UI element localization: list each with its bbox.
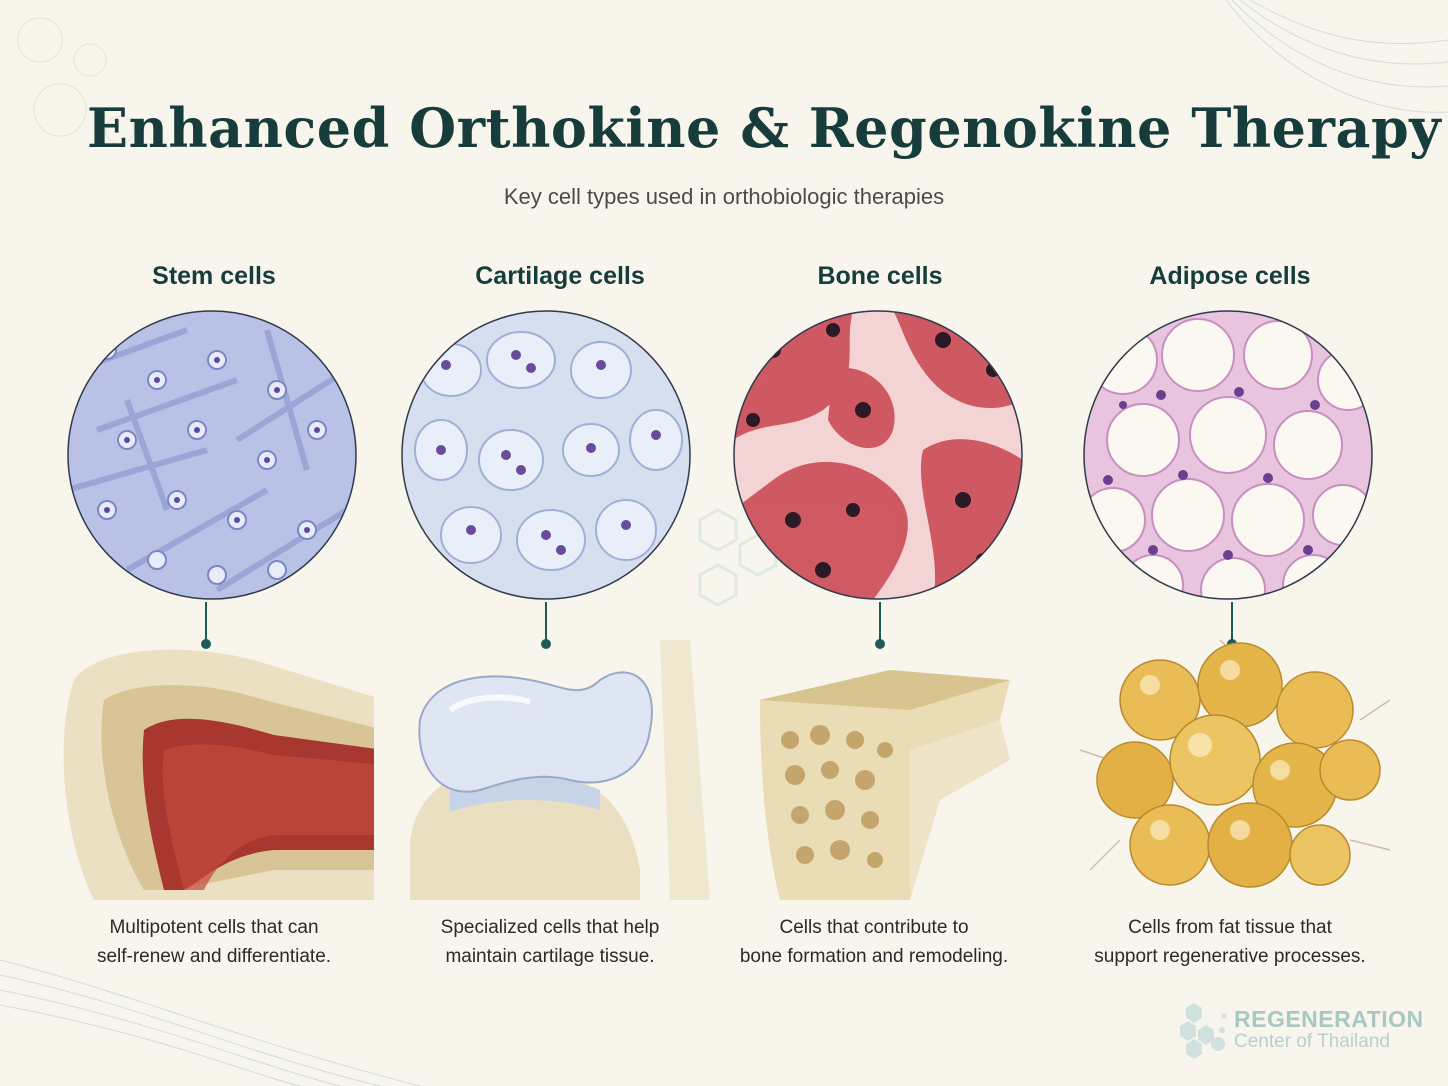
- stem-cells-heading: Stem cells: [152, 262, 276, 290]
- page-subtitle: Key cell types used in orthobiologic the…: [503, 184, 945, 209]
- connector-dot: [541, 639, 551, 649]
- connector-line: [545, 602, 547, 642]
- stem-desc-line-1: Multipotent cells that can: [109, 917, 319, 938]
- stem-desc-line-2: self-renew and differentiate.: [96, 946, 332, 967]
- adipose-desc-line-1: Cells from fat tissue that: [1128, 917, 1332, 938]
- bone-section-illustration: [760, 670, 1010, 900]
- stem-cells-column: Stem cells: [34, 0, 394, 1086]
- adipose-cells-description: Cells from fat tissue that support regen…: [1050, 913, 1410, 971]
- cartilage-cell-micrograph: [401, 310, 691, 600]
- bone-cell-micrograph: [733, 310, 1023, 600]
- connector-line: [879, 602, 881, 642]
- cartilage-cells-description: Specialized cells that help maintain car…: [370, 913, 730, 971]
- bone-cells-column: Bone cells: [700, 0, 1060, 1086]
- cartilage-desc-line-1: Specialized cells that help: [440, 917, 660, 938]
- hexagon-logo-icon: [1180, 1003, 1227, 1059]
- connector-dot: [201, 639, 211, 649]
- bone-marrow-illustration: [63, 649, 374, 900]
- connector-dot: [875, 639, 885, 649]
- logo-subtitle: Center of Thailand: [1234, 1031, 1390, 1052]
- knee-cartilage-illustration: [410, 640, 710, 900]
- bone-cells-heading: Bone cells: [817, 262, 943, 290]
- adipose-cells-column: Adipose cells: [1050, 0, 1410, 1086]
- adipose-cell-micrograph: [1083, 310, 1373, 600]
- cartilage-cells-column: Cartilage cells: [380, 0, 740, 1086]
- adipose-desc-line-2: support regenerative processes.: [1094, 946, 1366, 967]
- connector-line: [205, 602, 207, 642]
- bone-desc-line-1: Cells that contribute to: [779, 917, 969, 938]
- regeneration-logo: REGENERATION Center of Thailand: [1176, 1000, 1426, 1060]
- page-title: Enhanced Orthokine & Regenokine Therapy: [86, 96, 1442, 160]
- stem-cells-description: Multipotent cells that can self-renew an…: [34, 913, 394, 971]
- stem-cell-micrograph: [67, 310, 357, 600]
- adipose-cells-heading: Adipose cells: [1149, 262, 1311, 290]
- fat-cluster-illustration: [1080, 640, 1391, 888]
- cartilage-desc-line-2: maintain cartilage tissue.: [445, 946, 655, 967]
- logo-title: REGENERATION: [1234, 1006, 1424, 1032]
- bone-cells-description: Cells that contribute to bone formation …: [694, 913, 1054, 971]
- cartilage-cells-heading: Cartilage cells: [475, 262, 645, 290]
- bone-desc-line-2: bone formation and remodeling.: [739, 946, 1009, 967]
- connector-line: [1231, 602, 1233, 642]
